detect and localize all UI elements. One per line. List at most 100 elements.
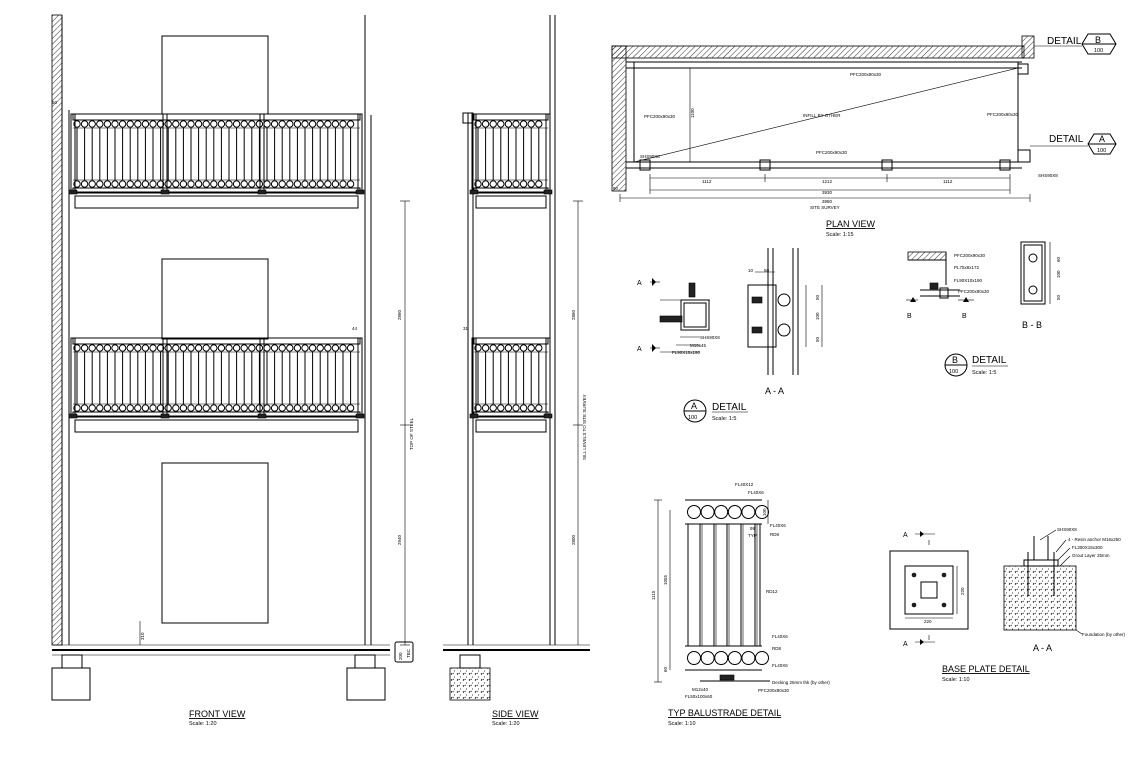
front-balcony-lower [68, 337, 365, 433]
balcony-ring [324, 344, 332, 352]
balcony-ring [179, 180, 188, 188]
base-section: A - A [1033, 643, 1052, 653]
balcony-ring [308, 180, 317, 188]
balcony-ring [535, 120, 543, 128]
balcony-ring [286, 404, 294, 412]
balcony-ring [141, 120, 150, 128]
balcony-ring [111, 120, 119, 128]
balcony-bracket [68, 413, 78, 419]
balcony-ring [519, 180, 528, 188]
balcony-ring [202, 180, 210, 188]
balustrade-ring [755, 505, 769, 519]
plan-dim-3: 1112 [943, 179, 953, 184]
balcony-ring [225, 120, 233, 128]
balcony-ring [497, 404, 505, 412]
balcony-ring [324, 120, 332, 128]
balcony-ring [293, 344, 302, 352]
balcony-ring [324, 180, 332, 188]
balcony-ring [316, 344, 324, 352]
balustrade-ring [714, 505, 729, 519]
balcony-ring [179, 120, 188, 128]
balcony-ring [156, 344, 165, 352]
balcony-ring [210, 120, 218, 128]
callout-b-letter: B [1095, 35, 1101, 45]
balcony-ring [474, 404, 482, 412]
detail-a-letter: A [691, 401, 697, 411]
plan-dim-1: 1112 [702, 179, 712, 184]
plan-label-pfc-bottom: PFC200x90x30 [816, 150, 848, 155]
balcony-ring [497, 344, 505, 352]
balcony-ring [519, 120, 528, 128]
balcony-ring [96, 180, 104, 188]
detail-b-ref: 100 [949, 369, 958, 375]
balcony-ring [240, 120, 248, 128]
front-door-bottom [161, 462, 269, 624]
balcony-ring [73, 344, 81, 352]
balcony-ring [481, 404, 490, 412]
detail-a-word: DETAIL [712, 402, 747, 413]
balcony-beam [74, 419, 359, 433]
balcony-ring [187, 180, 195, 188]
balcony-ring [504, 404, 513, 412]
base-dim-w: 220 [924, 619, 932, 624]
balcony-beam [475, 419, 547, 433]
balustrade-label-pfc: PFC200x90x30 [758, 688, 790, 693]
balcony-bracket [543, 413, 553, 419]
balcony-ring [255, 120, 264, 128]
balcony-ring [255, 404, 264, 412]
balcony-ring [73, 180, 81, 188]
balcony-ring [172, 344, 180, 352]
balcony-ring [489, 344, 497, 352]
balcony-ring [164, 404, 172, 412]
balcony-ring [346, 180, 355, 188]
balustrade-ring [755, 651, 769, 665]
balcony-ring [202, 344, 210, 352]
balcony-ring [194, 120, 203, 128]
balustrade-ring [700, 651, 715, 665]
balustrade-ring [741, 651, 756, 665]
balcony-ring [339, 180, 347, 188]
plan-label-shs-right: SHS90X8 [1038, 173, 1058, 178]
callout-a-word: DETAIL [1049, 134, 1084, 145]
balcony-ring [217, 404, 226, 412]
balcony-ring [126, 120, 134, 128]
front-dim-mid: 44 [352, 326, 358, 331]
balcony-ring [126, 404, 134, 412]
detail-b-section: B - B [1022, 320, 1042, 330]
front-dim-sill: 310 [140, 632, 145, 640]
balcony-ring [286, 344, 294, 352]
base-dim-h: 220 [960, 587, 965, 595]
balustrade-dim-bottom: 60 [663, 666, 668, 672]
front-dim-base: 200 [398, 652, 403, 660]
detail-a-section: A - A [765, 386, 784, 396]
balcony-ring [172, 404, 180, 412]
balcony-ring [202, 120, 210, 128]
balcony-ring [316, 180, 324, 188]
balcony-ring [339, 404, 347, 412]
balustrade-label-fl-bot2: FL40X6 [772, 663, 788, 668]
balcony-ring [156, 120, 165, 128]
balcony-ring [194, 344, 203, 352]
balcony-top-rail [72, 113, 361, 121]
balustrade-label-fl-top2: FL40X6 [748, 490, 764, 495]
balcony-ring [111, 404, 119, 412]
balcony-ring [248, 344, 256, 352]
balcony-ring [103, 120, 112, 128]
balcony-ring [103, 180, 112, 188]
balcony-ring [301, 404, 309, 412]
balcony-ring [80, 120, 89, 128]
balcony-ring [210, 180, 218, 188]
balcony-ring [248, 404, 256, 412]
balcony-ring [111, 344, 119, 352]
base-label-shs: SHS90X8 [1057, 527, 1077, 532]
side-dim-upper: 2860 [571, 309, 576, 320]
front-dim-top: 50 [52, 100, 58, 105]
balcony-ring [527, 344, 535, 352]
detail-a: A A M16x45 SHS90X8 FL90X10x190 10 50 50 … [637, 248, 823, 423]
balcony-ring [187, 120, 195, 128]
balcony-ring [301, 180, 309, 188]
balcony-ring [512, 180, 520, 188]
balcony-ring [232, 120, 241, 128]
balcony-ring [118, 120, 127, 128]
balcony-ring [339, 344, 347, 352]
